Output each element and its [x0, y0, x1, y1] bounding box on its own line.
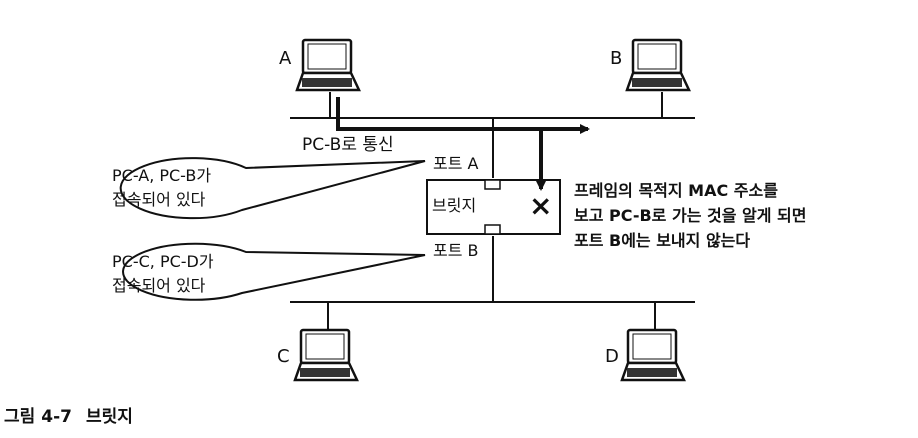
port-b-label: 포트 B	[433, 241, 479, 260]
laptop-d-icon	[620, 328, 686, 382]
explanation-note: 프레임의 목적지 MAC 주소를 보고 PC-B로 가는 것을 알게 되면 포트…	[574, 178, 806, 253]
note-line: 보고 PC-B로 가는 것을 알게 되면	[574, 206, 807, 225]
lower-callout-line: 접속되어 있다	[112, 276, 206, 295]
lower-callout-bubble	[122, 242, 426, 301]
upper-callout-line: PC-A, PC-B가	[112, 166, 212, 185]
caption-title: 브릿지	[86, 407, 133, 427]
note-line: 프레임의 목적지 MAC 주소를	[574, 181, 778, 200]
blocked-x-mark: ×	[529, 189, 553, 222]
lower-callout-line: PC-C, PC-D가	[112, 252, 214, 271]
traffic-arrow-to-pc-b	[336, 97, 590, 134]
pc-c-label: C	[277, 346, 290, 367]
upper-callout-line: 접속되어 있다	[112, 190, 206, 209]
port-b-connector	[484, 224, 501, 235]
pc-b-label: B	[610, 48, 623, 69]
laptop-b-icon	[625, 38, 691, 92]
traffic-label: PC-B로 통신	[302, 135, 394, 155]
lower-callout-text: PC-C, PC-D가 접속되어 있다	[112, 250, 214, 298]
bridge-label: 브릿지	[432, 196, 477, 215]
pc-a-label: A	[279, 48, 292, 69]
caption-prefix: 그림	[4, 407, 36, 427]
port-a-connector	[484, 179, 501, 190]
pc-d-label: D	[605, 346, 619, 367]
caption-number: 4-7	[41, 407, 72, 427]
note-line: 포트 B에는 보내지 않는다	[574, 231, 751, 250]
upper-callout-bubble	[119, 157, 426, 220]
upper-callout-text: PC-A, PC-B가 접속되어 있다	[112, 164, 211, 212]
port-a-label: 포트 A	[433, 154, 479, 173]
laptop-c-icon	[293, 328, 359, 382]
laptop-a-icon	[295, 38, 361, 92]
